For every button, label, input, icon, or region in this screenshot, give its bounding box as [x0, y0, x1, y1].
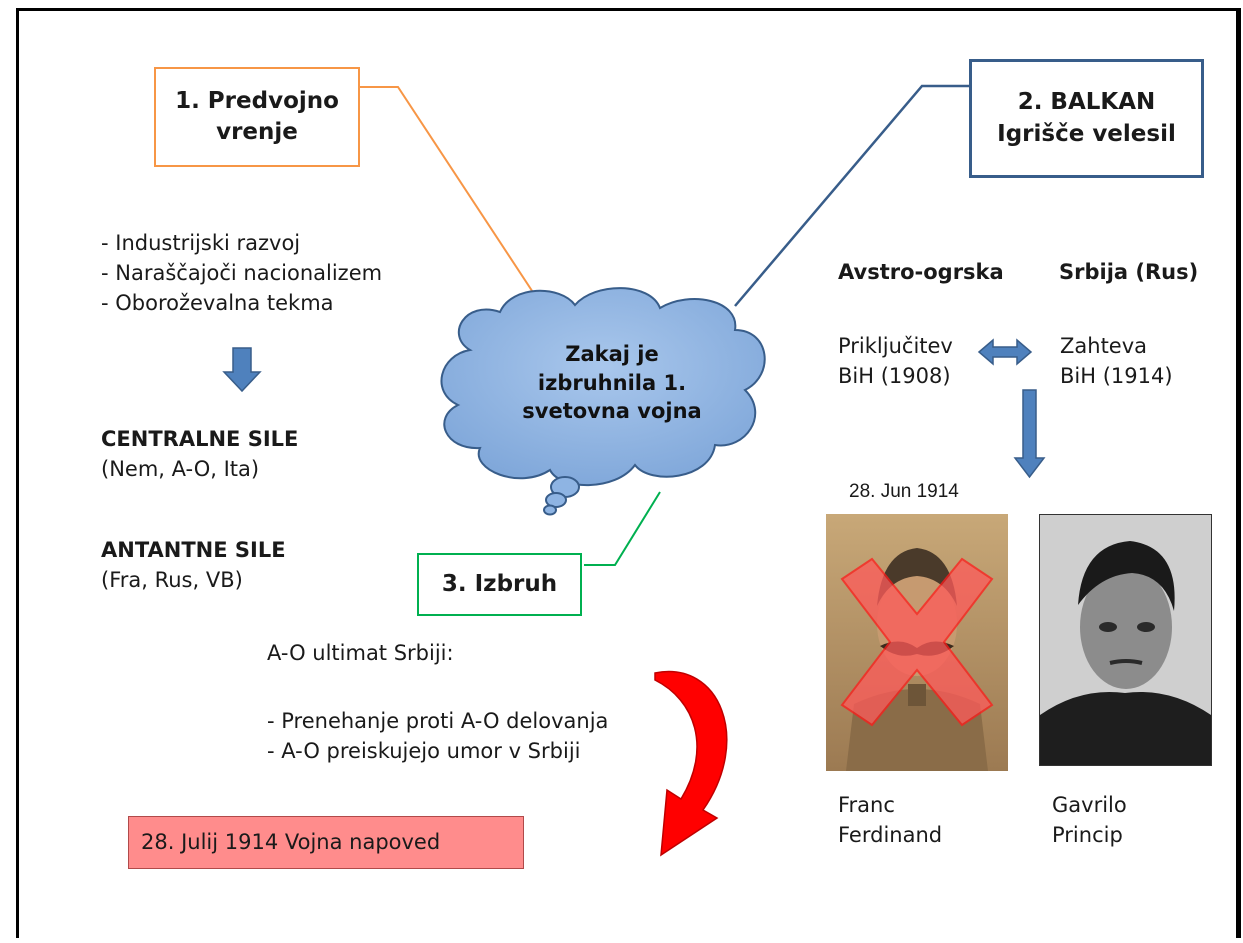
central-powers: CENTRALNE SILE (Nem, A-O, Ita): [101, 425, 298, 485]
ultimatum-list: - Prenehanje proti A-O delovanja - A-O p…: [267, 707, 608, 767]
demand-line2: BiH (1914): [1060, 363, 1173, 388]
franz-ferdinand-caption: Franc Ferdinand: [838, 791, 942, 851]
ultimatum-item: - Prenehanje proti A-O delovanja: [267, 709, 609, 733]
central-powers-members: (Nem, A-O, Ita): [101, 456, 260, 481]
caption-line2: Princip: [1052, 822, 1123, 847]
box-balkan-line1: 2. BALKAN: [1017, 89, 1156, 116]
serbia-title: Srbija (Rus): [1059, 260, 1199, 284]
box-balkan-line2: Igrišče velesil: [997, 120, 1176, 147]
caption-line2: Ferdinand: [838, 822, 943, 847]
cause-item: - Oboroževalna tekma: [101, 290, 334, 315]
thought-cloud: [440, 287, 766, 516]
box-predvojno-line2: vrenje: [216, 119, 298, 145]
annexation-line2: BiH (1908): [838, 363, 951, 388]
demand-line1: Zahteva: [1060, 334, 1148, 358]
slide-frame: [16, 8, 1241, 938]
ultimatum-title: A-O ultimat Srbiji:: [267, 641, 454, 665]
cloud-line1: Zakaj je: [565, 342, 659, 366]
entente-powers-title: ANTANTNE SILE: [101, 538, 286, 562]
left-right-arrow-icon: [977, 338, 1033, 366]
caption-line1: Gavrilo: [1052, 793, 1127, 817]
annexation-line1: Priključitev: [838, 334, 953, 358]
caption-line1: Franc: [838, 793, 895, 817]
assassination-date: 28. Jun 1914: [849, 481, 959, 502]
box-izbruh-label: 3. Izbruh: [441, 570, 558, 597]
austria-hungary-title: Avstro-ogrska: [838, 260, 1004, 284]
box-balkan: 2. BALKAN Igrišče velesil: [969, 59, 1204, 178]
gavrilo-princip-photo: [1039, 514, 1212, 766]
curved-arrow-icon: [654, 670, 728, 857]
entente-powers: ANTANTNE SILE (Fra, Rus, VB): [101, 536, 286, 596]
green-connector: [584, 491, 661, 566]
cloud-question: Zakaj je izbruhnila 1. svetovna vojna: [522, 340, 702, 426]
franz-ferdinand-photo: [826, 514, 1008, 771]
ultimatum-item: - A-O preiskujejo umor v Srbiji: [267, 738, 581, 763]
annexation-text: Priključitev BiH (1908): [838, 332, 953, 392]
gavrilo-princip-caption: Gavrilo Princip: [1052, 791, 1127, 851]
causes-list: - Industrijski razvoj - Naraščajoči naci…: [101, 229, 382, 318]
box-predvojno-line1: 1. Predvojno: [175, 87, 339, 114]
cause-item: - Naraščajoči nacionalizem: [101, 260, 383, 285]
blue-connector: [734, 84, 969, 307]
box-izbruh: 3. Izbruh: [417, 553, 582, 616]
down-arrow-icon: [222, 347, 262, 393]
central-powers-title: CENTRALNE SILE: [101, 427, 299, 451]
cloud-line3: svetovna vojna: [522, 399, 702, 424]
orange-connector: [360, 86, 543, 307]
entente-powers-members: (Fra, Rus, VB): [101, 567, 243, 592]
box-predvojno-vrenje: 1. Predvojno vrenje: [154, 67, 360, 167]
cause-item: - Industrijski razvoj: [101, 231, 301, 255]
down-arrow-icon: [1013, 389, 1046, 479]
demand-text: Zahteva BiH (1914): [1060, 332, 1173, 392]
war-declaration-box: 28. Julij 1914 Vojna napoved: [128, 816, 524, 869]
cloud-line2: izbruhnila 1.: [537, 370, 687, 395]
